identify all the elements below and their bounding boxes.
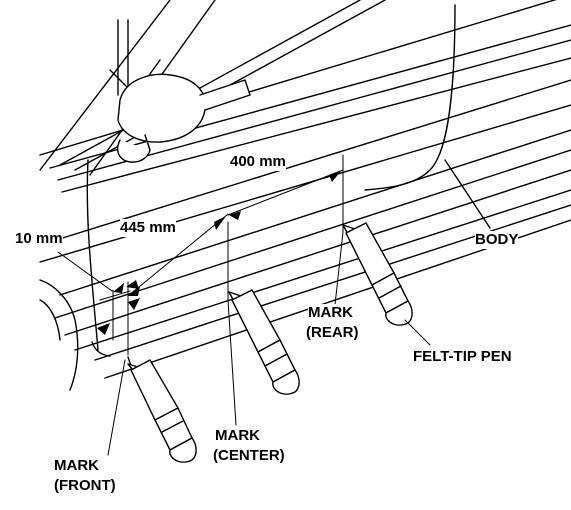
side-mirror: [117, 73, 251, 163]
mark-center-label-line2: (CENTER): [213, 447, 285, 465]
mark-center-label-line1: MARK: [215, 427, 260, 445]
dimension-445mm-label: 445 mm: [120, 219, 176, 237]
body-label: BODY: [475, 231, 519, 249]
body-leader: [444, 159, 491, 229]
dimension-arrows: [97, 171, 341, 335]
felt-tip-pen-rear: [342, 222, 413, 326]
mark-rear-label-line2: (REAR): [306, 324, 359, 342]
door-rear-edge: [364, 4, 456, 191]
wheel-arch: [39, 279, 79, 391]
felt-tip-pen-front: [127, 356, 197, 463]
mark-front-label-line1: MARK: [54, 457, 99, 475]
felt-tip-pen-center: [228, 289, 300, 395]
dimension-400mm-label: 400 mm: [230, 153, 286, 171]
mark-leaders: [107, 231, 431, 456]
mark-rear-label-line1: MARK: [308, 304, 353, 322]
dimension-10mm-label: 10 mm: [15, 230, 63, 248]
body-sill-lines: [39, 79, 571, 379]
felt-tip-pen-label: FELT-TIP PEN: [413, 348, 512, 366]
dimension-lines: [57, 169, 344, 301]
mark-front-label-line2: (FRONT): [54, 477, 116, 495]
window-frame: [39, 0, 386, 176]
extension-lines: [112, 154, 344, 356]
door-front-edge: [86, 159, 99, 351]
